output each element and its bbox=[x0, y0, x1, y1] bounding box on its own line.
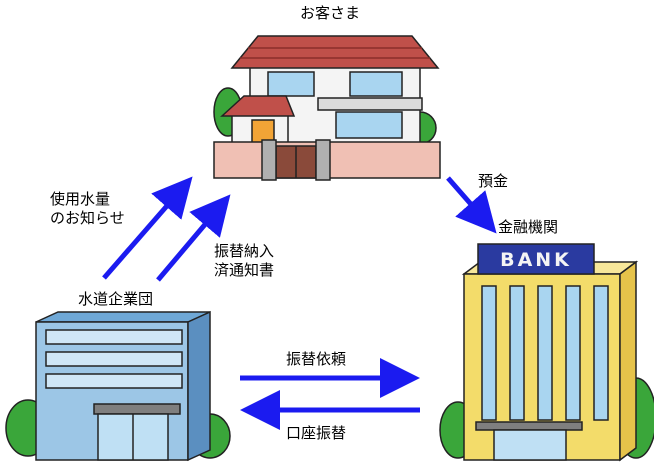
office-building-icon bbox=[5, 310, 231, 462]
transfer-notice-arrow bbox=[156, 194, 231, 282]
house-icon bbox=[213, 35, 441, 181]
arrows bbox=[102, 176, 497, 430]
usage-notice-label: 使用水量 のお知らせ bbox=[50, 190, 160, 228]
transfer-notice-line2: 済通知書 bbox=[214, 261, 275, 279]
usage-notice-arrow bbox=[102, 176, 193, 280]
bank-sign-text: BANK bbox=[500, 249, 572, 271]
bank-building-icon bbox=[439, 243, 654, 462]
deposit-arrow bbox=[446, 176, 497, 234]
transfer-request-label: 振替依頼 bbox=[286, 350, 347, 368]
water-utility-label: 水道企業団 bbox=[78, 290, 154, 308]
transfer-notice-line1: 振替納入 bbox=[214, 242, 275, 260]
bank-label: 金融機関 bbox=[498, 218, 559, 236]
account-transfer-label: 口座振替 bbox=[286, 424, 347, 442]
deposit-label: 預金 bbox=[478, 172, 509, 190]
customer-label: お客さま bbox=[300, 4, 361, 22]
usage-notice-line1: 使用水量 bbox=[50, 190, 111, 208]
usage-notice-line2: のお知らせ bbox=[50, 209, 125, 227]
transfer-notice-label: 振替納入 済通知書 bbox=[214, 242, 324, 280]
